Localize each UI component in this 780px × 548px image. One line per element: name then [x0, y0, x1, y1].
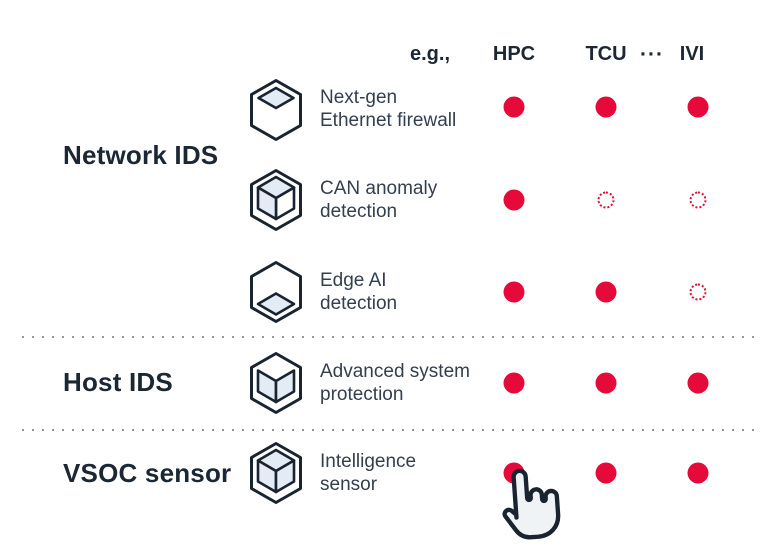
- section-divider: [22, 429, 758, 431]
- section-label-network-ids: Network IDS: [63, 140, 219, 170]
- matrix-dot-tcu: [595, 96, 617, 118]
- matrix-dot-tcu: [595, 372, 617, 394]
- can-anomaly-detection-icon: [248, 168, 304, 232]
- section-label-vsoc-sensor: VSOC sensor: [63, 458, 232, 488]
- row-title: Next-gen Ethernet firewall: [320, 86, 456, 132]
- row-title-line: Intelligence: [320, 451, 417, 472]
- row-title: CAN anomaly detection: [320, 177, 437, 223]
- column-ellipsis: ···: [640, 43, 664, 66]
- row-title-line: detection: [320, 201, 398, 222]
- matrix-dot-hpc: [503, 96, 525, 118]
- matrix-dot-ivi: [687, 462, 709, 484]
- row-title-line: sensor: [320, 474, 378, 495]
- matrix-dot-hpc: [503, 281, 525, 303]
- row-title: Advanced system protection: [320, 360, 470, 406]
- row-title-line: CAN anomaly: [320, 178, 438, 199]
- intelligence-sensor-icon: [248, 441, 304, 505]
- matrix-dot-tcu: [595, 462, 617, 484]
- row-title-line: Ethernet firewall: [320, 110, 457, 131]
- row-title-line: Next-gen: [320, 87, 398, 108]
- matrix-dot-tcu: [595, 281, 617, 303]
- matrix-dot-hpc: [503, 372, 525, 394]
- section-label-host-ids: Host IDS: [63, 367, 173, 397]
- row-title-line: Edge AI: [320, 270, 387, 291]
- matrix-dot-ivi: [687, 372, 709, 394]
- row-title: Intelligence sensor: [320, 450, 416, 496]
- column-header-tcu: TCU: [585, 43, 627, 65]
- column-header-ivi: IVI: [679, 43, 705, 65]
- row-title-line: Advanced system: [320, 361, 470, 382]
- column-header-hpc: HPC: [492, 43, 536, 65]
- hand-pointer-icon: [494, 462, 568, 548]
- row-title-line: detection: [320, 293, 398, 314]
- matrix-dot-hpc: [503, 189, 525, 211]
- next-gen-ethernet-firewall-icon: [248, 78, 304, 142]
- row-title-line: protection: [320, 384, 404, 405]
- matrix-dot-ivi: [687, 96, 709, 118]
- matrix-dot-tcu: [597, 191, 615, 209]
- matrix-dot-ivi: [689, 283, 707, 301]
- row-title: Edge AI detection: [320, 269, 397, 315]
- section-divider: [22, 336, 758, 338]
- edge-ai-detection-icon: [248, 260, 304, 324]
- advanced-system-protection-icon: [248, 351, 304, 415]
- matrix-dot-ivi: [689, 191, 707, 209]
- example-label: e.g.,: [409, 43, 451, 65]
